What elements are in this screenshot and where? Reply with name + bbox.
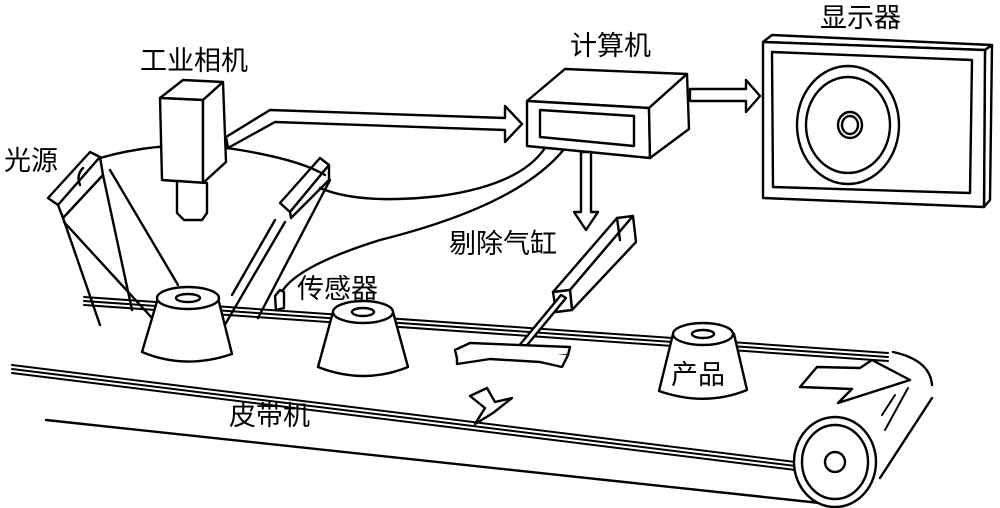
label-camera: 工业相机 [140,46,248,77]
label-monitor: 显示器 [820,3,901,34]
cable-light-to-computer [318,146,547,201]
label-conveyor: 皮带机 [229,401,310,432]
light-source-left [46,150,180,327]
conveyor-direction-arrow [798,358,912,405]
reject-cylinder [453,214,638,426]
label-light-source: 光源 [4,146,58,177]
arrow-computer-to-monitor [688,78,762,114]
belt-end-curve [891,350,934,387]
label-reject-cylinder: 剔除气缸 [449,229,557,260]
conveyor-belt [11,296,934,508]
belt-front-edge [11,364,821,474]
label-product: 产品 [671,360,725,391]
arrow-computer-to-cylinder [572,150,600,232]
eject-direction-arrow [468,386,514,426]
belt-underside [44,418,822,505]
label-sensor: 传感器 [297,274,378,305]
light-cable [98,144,327,177]
belt-roller [792,415,878,508]
industrial-camera [158,78,228,222]
monitor [761,33,994,209]
arrow-camera-to-computer [224,104,524,150]
product-at-sensor [316,299,410,378]
product-accepted [657,321,749,400]
computer-box [525,67,691,160]
sensor [273,288,286,312]
label-computer: 计算机 [570,31,651,62]
cable-sensor-to-computer [281,146,567,292]
product-under-camera [140,285,234,363]
